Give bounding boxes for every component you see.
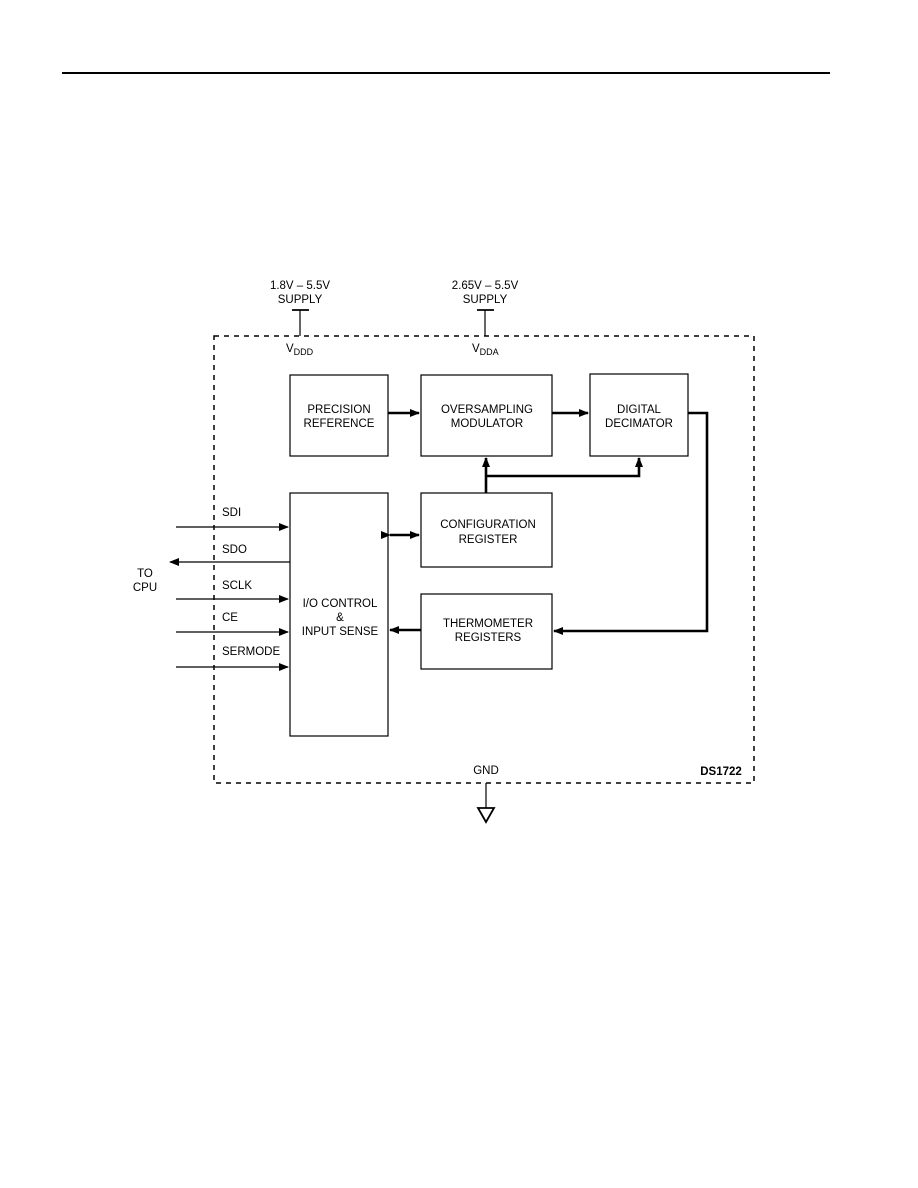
- configuration-register-line2: REGISTER: [459, 534, 518, 546]
- vdda-supply-range: 2.65V – 5.5V: [452, 280, 519, 292]
- vdda-pin-label: VDDA: [472, 343, 499, 357]
- precision-reference-line2: REFERENCE: [304, 418, 375, 430]
- digital-decimator-line2: DECIMATOR: [605, 418, 673, 430]
- configuration-register-line1: CONFIGURATION: [440, 519, 536, 531]
- oversampling-modulator-block: [420, 374, 553, 457]
- sdo-label: SDO: [222, 544, 247, 556]
- digital-decimator-line1: DIGITAL: [617, 404, 661, 416]
- io-control-line1: I/O CONTROL: [303, 598, 378, 610]
- to-cpu-line2: CPU: [133, 582, 157, 594]
- io-control-line3: INPUT SENSE: [302, 626, 379, 638]
- thermometer-registers-block: [420, 593, 553, 670]
- part-number: DS1722: [700, 766, 742, 778]
- io-control-line2: &: [336, 612, 344, 624]
- sdi-label: SDI: [222, 507, 241, 519]
- sclk-label: SCLK: [222, 580, 252, 592]
- vddd-pin-label: VDDD: [286, 343, 314, 357]
- ce-label: CE: [222, 612, 238, 624]
- thermometer-registers-line1: THERMOMETER: [443, 618, 533, 630]
- ground-icon: [476, 807, 496, 824]
- thermometer-registers-line2: REGISTERS: [455, 632, 522, 644]
- to-cpu-line1: TO: [137, 568, 153, 580]
- oversampling-modulator-line2: MODULATOR: [451, 418, 523, 430]
- config-to-decimator-arrow: [486, 457, 643, 478]
- chip-boundary: [213, 335, 755, 784]
- vdda-supply-label: SUPPLY: [463, 294, 508, 306]
- vddd-supply-range: 1.8V – 5.5V: [270, 280, 330, 292]
- sermode-label: SERMODE: [222, 646, 280, 658]
- gnd-label: GND: [473, 765, 499, 777]
- oversampling-modulator-line1: OVERSAMPLING: [441, 404, 533, 416]
- configuration-register-block: [420, 492, 553, 568]
- io-control-block: [289, 492, 389, 737]
- decimator-to-thermometer-arrow: [553, 411, 709, 635]
- vddd-supply-label: SUPPLY: [278, 294, 323, 306]
- digital-decimator-block: [589, 373, 689, 457]
- precision-reference-block: [289, 374, 389, 457]
- precision-reference-line1: PRECISION: [307, 404, 370, 416]
